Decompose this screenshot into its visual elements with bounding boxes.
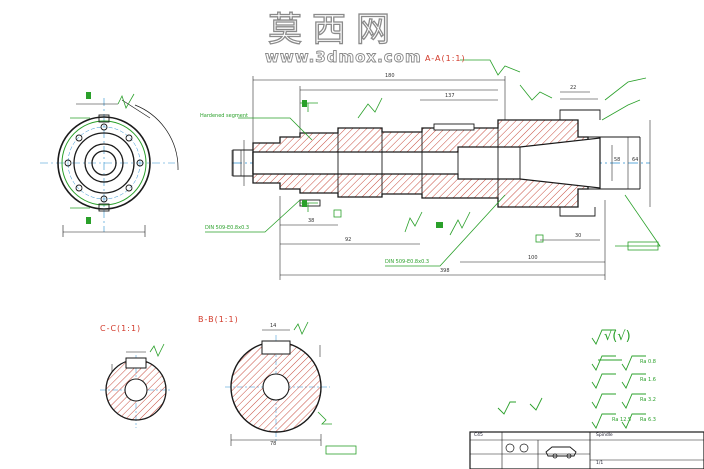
section-marker-c-top bbox=[302, 100, 307, 107]
roughness-r5: Ra 12.5 bbox=[612, 417, 632, 423]
section-c-c bbox=[100, 343, 172, 428]
section-b-b bbox=[225, 321, 357, 455]
roughness-r2: Ra 1.6 bbox=[640, 377, 656, 383]
title-part: Spindle bbox=[596, 433, 613, 438]
section-label-b-b: B-B(1:1) bbox=[198, 315, 239, 324]
note-hardened: Hardened segment bbox=[200, 113, 248, 119]
dim-overall: 398 bbox=[440, 268, 450, 274]
end-view bbox=[40, 92, 179, 237]
datum-marker bbox=[436, 222, 443, 228]
dim-58: 58 bbox=[614, 157, 621, 163]
datum-box-b bbox=[535, 234, 544, 243]
roughness-symbols bbox=[497, 329, 646, 429]
dim-keyway: 14 bbox=[270, 323, 277, 329]
dimension-lines bbox=[231, 76, 651, 280]
dim-64: 64 bbox=[632, 157, 639, 163]
title-material: C45 bbox=[474, 433, 483, 438]
spindle-section bbox=[232, 109, 650, 217]
section-label-c-c: C-C(1:1) bbox=[100, 324, 142, 333]
note-din-2: DIN 509-E0.8x0.3 bbox=[385, 259, 430, 265]
title-sheet: 1/1 bbox=[596, 461, 604, 466]
annotation-leaders bbox=[205, 59, 661, 267]
dim-92: 92 bbox=[345, 237, 352, 243]
roughness-main: √(√) bbox=[604, 329, 631, 344]
dim-180: 180 bbox=[385, 73, 395, 79]
dim-38: 38 bbox=[308, 218, 315, 224]
dim-100: 100 bbox=[528, 255, 538, 261]
datum-box-a bbox=[333, 209, 342, 218]
dim-30: 30 bbox=[575, 233, 582, 239]
roughness-r3: Ra 3.2 bbox=[640, 397, 656, 403]
note-din-1: DIN 509-E0.8x0.3 bbox=[205, 225, 250, 231]
tolerance-frame bbox=[627, 241, 659, 251]
watermark-title: 莫西网 bbox=[267, 9, 400, 50]
roughness-r1: Ra 0.8 bbox=[640, 359, 656, 365]
title-block bbox=[469, 431, 704, 469]
dim-b-dia: 78 bbox=[270, 441, 277, 447]
dim-137: 137 bbox=[445, 93, 455, 99]
section-marker-c-bottom bbox=[302, 200, 307, 207]
watermark-url: www.3dmox.com bbox=[265, 48, 422, 67]
section-label-a-a: A-A(1:1) bbox=[425, 54, 466, 63]
roughness-r4: Ra 6.3 bbox=[640, 417, 656, 423]
dim-22: 22 bbox=[570, 85, 577, 91]
